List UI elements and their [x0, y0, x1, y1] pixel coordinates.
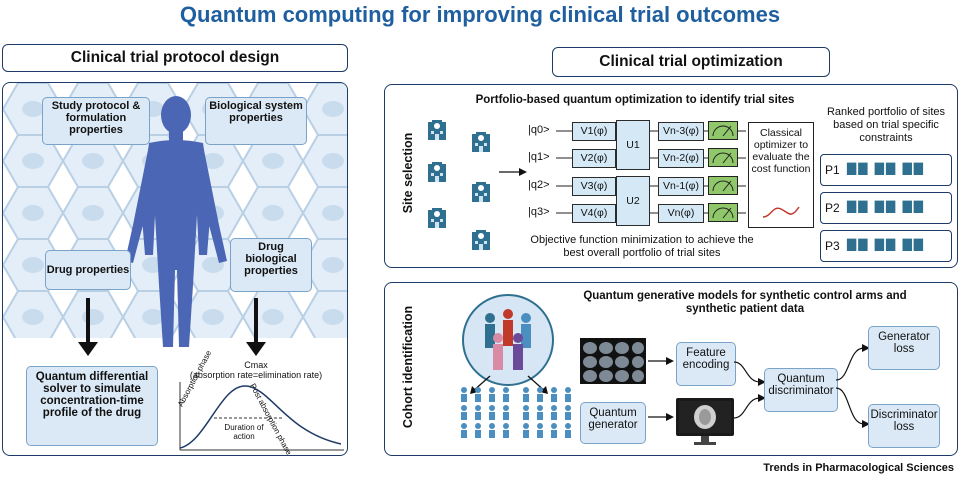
journal-footer: Trends in Pharmacological Sciences	[763, 462, 954, 474]
human-figure-icon	[125, 96, 227, 347]
cohort-label: Cohort identification	[401, 305, 415, 429]
hospital-building-icon: ▇▇ ▇▇ ▇▇	[847, 237, 926, 251]
measurement-meter-icon	[708, 203, 738, 222]
hospital-building-icon: ▇▇ ▇▇ ▇▇	[847, 161, 926, 175]
classical-optimizer-text: Classical optimizer to evaluate the cost…	[751, 127, 811, 175]
site-selection-label: Site selection	[401, 132, 415, 214]
person-icon	[461, 387, 509, 438]
quantum-circuit	[556, 130, 746, 214]
cmax-label: Cmax (absorption rate=elimination rate)	[172, 360, 340, 380]
study-protocol-box: Study protocol & formulation properties	[42, 97, 150, 145]
vn-gate: Vn(φ)	[658, 204, 704, 223]
portfolio-row: P3 ▇▇ ▇▇ ▇▇	[820, 230, 952, 262]
ranked-title: Ranked portfolio of sites based on trial…	[826, 106, 945, 144]
objective-text: Objective function minimization to achie…	[530, 234, 754, 259]
patient-crowd-icon	[462, 294, 554, 386]
page-title: Quantum computing for improving clinical…	[179, 2, 781, 27]
v-gate: V1(φ)	[572, 122, 616, 141]
u-gate: U1	[616, 120, 650, 170]
hospital-building-icon	[472, 132, 490, 152]
v-gate: V3(φ)	[572, 177, 616, 196]
person-icon	[523, 387, 571, 438]
generator-loss-box: Generator loss	[868, 326, 940, 370]
classical-optimizer-box: Classical optimizer to evaluate the cost…	[748, 122, 814, 228]
arrow-icon	[246, 298, 266, 356]
arrow-icon	[78, 298, 98, 356]
qubit-label: |q3>	[528, 206, 550, 218]
portfolio-row: P1 ▇▇ ▇▇ ▇▇	[820, 154, 952, 186]
qubit-label: |q2>	[528, 179, 550, 191]
measurement-meter-icon	[708, 176, 738, 195]
left-header: Clinical trial protocol design	[2, 44, 348, 72]
hospital-building-icon	[428, 208, 446, 228]
arrow-icon	[648, 413, 674, 421]
drug-properties-box: Drug properties	[45, 250, 131, 290]
hospital-building-icon	[428, 120, 446, 140]
measurement-meter-icon	[708, 121, 738, 140]
qubit-label: |q1>	[528, 151, 550, 163]
pk-curve-chart	[179, 382, 344, 451]
drug-biological-box: Drug biological properties	[230, 238, 312, 292]
right-header: Clinical trial optimization	[552, 47, 830, 77]
portfolio-row: P2 ▇▇ ▇▇ ▇▇	[820, 192, 952, 224]
hospital-building-icon	[472, 230, 490, 250]
hospital-building-icon	[428, 162, 446, 182]
arrow-icon	[836, 344, 870, 428]
brain-scan-icon	[580, 338, 646, 384]
qubit-label: |q0>	[528, 124, 550, 136]
cmax-text: Cmax	[244, 360, 268, 370]
portfolio-label: P2	[825, 201, 840, 215]
feature-encoding-box: Feature encoding	[676, 342, 736, 386]
quantum-generator-box: Quantum generator	[580, 402, 646, 444]
arrow-icon	[734, 361, 766, 419]
vn-gate: Vn-3(φ)	[658, 122, 704, 141]
cmax-note: (absorption rate=elimination rate)	[189, 370, 323, 380]
cohort-subtitle: Quantum generative models for synthetic …	[583, 290, 907, 315]
v-gate: V2(φ)	[572, 149, 616, 168]
arrow-icon	[648, 357, 674, 365]
duration-label: Duration of action	[224, 423, 264, 441]
portfolio-label: P3	[825, 239, 840, 253]
hospital-building-icon: ▇▇ ▇▇ ▇▇	[847, 199, 926, 213]
portfolio-label: P1	[825, 163, 840, 177]
biological-system-box: Biological system properties	[205, 97, 307, 145]
vn-gate: Vn-1(φ)	[658, 177, 704, 196]
arrow-icon	[499, 168, 527, 176]
v-gate: V4(φ)	[572, 204, 616, 223]
monitor-icon	[676, 398, 734, 445]
site-subtitle: Portfolio-based quantum optimization to …	[475, 94, 795, 106]
u-gate: U2	[616, 176, 650, 226]
discriminator-loss-box: Discriminator loss	[868, 404, 940, 448]
cost-curve-icon	[762, 206, 800, 218]
quantum-discriminator-box: Quantum discriminator	[764, 368, 838, 412]
vn-gate: Vn-2(φ)	[658, 149, 704, 168]
measurement-meter-icon	[708, 148, 738, 167]
solver-box: Quantum differential solver to simulate …	[26, 366, 158, 446]
hospital-building-icon	[472, 182, 490, 202]
